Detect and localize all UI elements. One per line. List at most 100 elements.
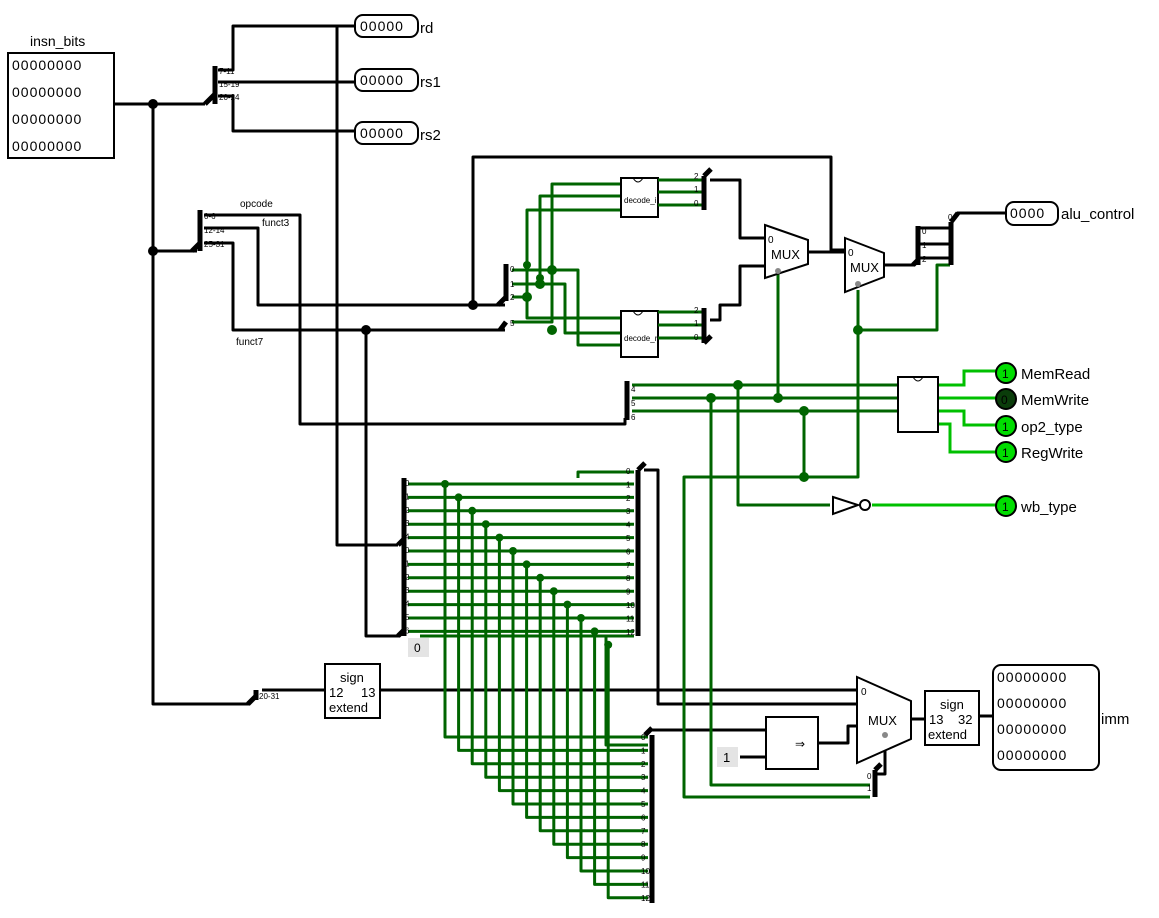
not-gate[interactable] (832, 495, 871, 516)
splitter-index: 3 (948, 255, 953, 264)
rs1-output[interactable]: 00000 rs1 (354, 68, 441, 92)
mux-select-zero: 0 (768, 235, 774, 246)
funct3-label: funct3 (262, 218, 290, 229)
splitter-index: 5 (641, 800, 646, 809)
mux-select-zero: 0 (861, 687, 867, 698)
imm-row: 00000000 (997, 669, 1067, 685)
splitter-index: 1 (694, 319, 699, 328)
alu-control-splitter[interactable]: 0 1 2 3 0 1 2 (911, 211, 960, 267)
splitter-index: 2 (948, 241, 953, 250)
rd-output[interactable]: 00000 rd (354, 14, 433, 38)
regwrite-output[interactable]: 1 RegWrite (995, 441, 1083, 463)
mux-label: MUX (771, 247, 800, 262)
splitter-index: 2 (626, 494, 631, 503)
splitter-index: 0 (405, 546, 410, 555)
memwrite-label: MemWrite (1021, 392, 1089, 409)
sign-extend-line3: extend (928, 727, 967, 742)
splitter-index: 0 (694, 199, 699, 208)
splitter-index: 1 (626, 480, 631, 489)
imm-row: 00000000 (997, 695, 1067, 711)
mux-select-zero: 0 (848, 248, 854, 259)
const-zero-input[interactable]: 0 (408, 638, 429, 657)
splitter-index: 2 (694, 306, 699, 315)
green-junctions (522, 261, 863, 482)
wb-type-output[interactable]: 1 wb_type (995, 495, 1077, 517)
splitter-index: 5 (510, 319, 515, 328)
splitter-index: 7 (641, 827, 646, 836)
splitter-index: 0 (694, 333, 699, 342)
regwrite-label: RegWrite (1021, 445, 1083, 462)
insn-bits-row: 00000000 (12, 138, 82, 154)
sign-extend-out: 32 (958, 712, 972, 727)
splitter-index: 3 (405, 586, 410, 595)
splitter-index: 6 (405, 626, 410, 635)
alu-mux-2[interactable]: MUX 0 (844, 236, 885, 294)
imm-output[interactable]: 00000000 00000000 00000000 00000000 imm (992, 664, 1129, 771)
splitter-index: 2 (405, 573, 410, 582)
splitter-index: 1 (922, 241, 927, 250)
alu-control-output[interactable]: 0000 alu_control (1005, 201, 1134, 226)
splitter-index: 2 (694, 172, 699, 181)
insn-bits-label: insn_bits (30, 33, 85, 49)
shifter-symbol: ⇒ (795, 737, 805, 751)
splitter-index: 7 (626, 561, 631, 570)
splitter-label: 15-19 (219, 80, 240, 89)
memread-output[interactable]: 1 MemRead (995, 362, 1090, 384)
splitter-index: 2 (510, 293, 515, 302)
splitter-index: 1 (405, 492, 410, 501)
decode-r-subcircuit[interactable]: decode_r (620, 310, 659, 358)
control-splitter[interactable]: 4 5 6 (624, 381, 636, 422)
decode-i-out-splitter[interactable]: 2 1 0 (658, 167, 713, 210)
const-one-input[interactable]: 1 (717, 747, 738, 767)
splitter-index: 1 (948, 227, 953, 236)
decode-i-subcircuit[interactable]: decode_i (620, 177, 659, 218)
alu-mux-1[interactable]: MUX 0 (764, 223, 809, 280)
decode-r-label: decode_r (624, 334, 658, 343)
opcode-splitter[interactable]: 0 1 2 5 (496, 264, 515, 332)
imm-row: 00000000 (997, 747, 1067, 763)
imm-fanout-wires (408, 470, 648, 900)
imm-mux-select-splitter[interactable]: 0 1 (867, 762, 883, 797)
shifter[interactable]: ⇒ (765, 716, 819, 770)
splitter-index: 9 (626, 588, 631, 597)
memread-value: 1 (1002, 367, 1009, 381)
rs1-label: rs1 (420, 74, 441, 91)
splitter-index: 11 (626, 614, 635, 623)
splitter-index: 11 (641, 880, 650, 889)
imm-mux[interactable]: MUX 0 (856, 675, 912, 765)
memwrite-output[interactable]: 0 MemWrite (995, 388, 1089, 410)
op2-type-value: 1 (1002, 420, 1009, 434)
decode-r-out-splitter[interactable]: 2 1 0 (658, 306, 713, 345)
decode-i-label: decode_i (624, 196, 657, 205)
sign-extend-12-13[interactable]: sign 12 13 extend (324, 663, 381, 719)
splitter-index: 3 (641, 773, 646, 782)
memread-label: MemRead (1021, 366, 1090, 383)
insn-bits-input[interactable]: insn_bits 00000000 00000000 00000000 000… (7, 33, 115, 159)
splitter-index: 4 (405, 533, 410, 542)
splitter-label: 20-24 (219, 93, 240, 102)
const-zero-value: 0 (414, 641, 421, 655)
field-splitter[interactable]: 0-6 12-14 25-31 (190, 210, 225, 253)
reg-splitter[interactable]: 7-11 15-19 20-24 (203, 66, 240, 106)
memwrite-value: 0 (1001, 393, 1008, 407)
splitter-index: 0 (510, 265, 515, 274)
splitter-index: 10 (641, 867, 650, 876)
sign-extend-13-32[interactable]: sign 13 32 extend (924, 690, 980, 746)
green-wires (408, 182, 1000, 900)
insn-bits-row: 00000000 (12, 111, 82, 127)
splitter-index: 3 (626, 507, 631, 516)
sign-extend-in: 13 (929, 712, 943, 727)
imm-low-splitter[interactable]: 20-31 (246, 690, 280, 706)
splitter-index: 12 (626, 628, 635, 637)
rs1-value: 00000 (360, 72, 404, 88)
control-subcircuit[interactable] (897, 376, 939, 433)
rs2-output[interactable]: 00000 rs2 (354, 121, 441, 145)
op2-type-output[interactable]: 1 op2_type (995, 415, 1083, 437)
rd-label: rd (420, 20, 433, 37)
sign-extend-line1: sign (940, 697, 964, 712)
op2-type-label: op2_type (1021, 419, 1083, 436)
